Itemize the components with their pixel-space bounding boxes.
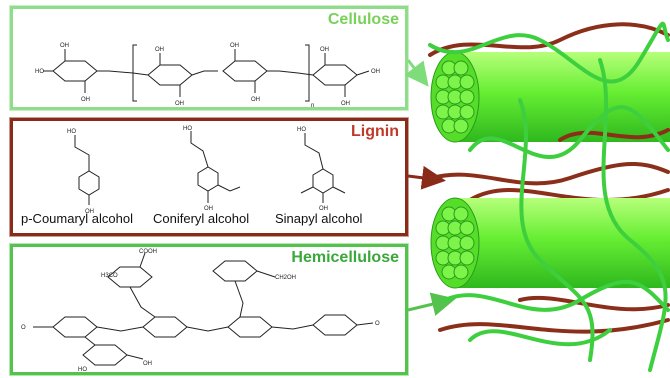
hemicellulose-strand <box>598 58 668 372</box>
svg-text:OH: OH <box>155 47 164 53</box>
svg-text:COOH: COOH <box>139 249 157 255</box>
svg-text:HO: HO <box>35 69 44 75</box>
monomer-label-sinapyl: Sinapyl alcohol <box>275 211 363 226</box>
svg-text:HO: HO <box>297 127 306 133</box>
svg-text:OH: OH <box>175 101 184 107</box>
svg-text:OH: OH <box>319 206 328 212</box>
hemicellulose-structure: COOH H3CO CH2OH O O OH HO <box>21 249 380 373</box>
lignin-panel: Lignin HO OH HO OH HO OH p-Coumaryl alco… <box>10 118 408 236</box>
svg-text:n: n <box>311 103 314 109</box>
cellulose-title: Cellulose <box>327 11 399 28</box>
svg-text:OH: OH <box>251 97 260 103</box>
cellulose-arrow <box>404 59 429 87</box>
svg-text:OH: OH <box>371 69 380 75</box>
svg-text:OH: OH <box>204 206 213 212</box>
svg-text:OH: OH <box>81 97 90 103</box>
hemicellulose-title: Hemicellulose <box>291 249 399 266</box>
cellulose-fibril-lower <box>430 197 670 289</box>
cellulose-panel: Cellulose HO OH OH OH OH OH OH OH <box>10 6 408 110</box>
svg-text:OH: OH <box>341 101 350 107</box>
hemicellulose-strand <box>518 98 595 362</box>
lignin-strand <box>430 161 670 186</box>
hemicellulose-strand <box>468 328 612 347</box>
hemicellulose-strand <box>428 21 670 84</box>
svg-text:OH: OH <box>320 47 329 53</box>
cellulose-structure: HO OH OH OH OH OH OH OH OH OH n <box>35 43 380 109</box>
lignin-structures: HO OH HO OH HO OH <box>67 126 346 215</box>
hemicellulose-panel: Hemicellulose COOH H3CO CH2OH O O OH HO <box>10 244 408 375</box>
lignin-strand <box>518 295 670 312</box>
svg-text:H3CO: H3CO <box>101 273 118 279</box>
hemicellulose-strand <box>468 105 670 160</box>
monomer-label-coniferyl: Coniferyl alcohol <box>153 211 250 226</box>
svg-text:HO: HO <box>67 129 76 135</box>
svg-text:OH: OH <box>85 209 94 215</box>
svg-text:HO: HO <box>183 126 192 132</box>
hemicellulose-strand <box>443 280 670 312</box>
svg-text:HO: HO <box>78 367 87 373</box>
svg-text:OH: OH <box>143 361 152 367</box>
monomer-label-p-coumaryl: p-Coumaryl alcohol <box>21 211 133 226</box>
svg-text:CH2OH: CH2OH <box>275 275 296 281</box>
svg-text:O: O <box>21 325 26 331</box>
svg-text:OH: OH <box>230 43 239 49</box>
lignin-title: Lignin <box>351 123 399 140</box>
svg-text:OH: OH <box>60 43 69 49</box>
hemicellulose-arrow <box>407 292 456 316</box>
svg-text:O: O <box>375 321 380 327</box>
